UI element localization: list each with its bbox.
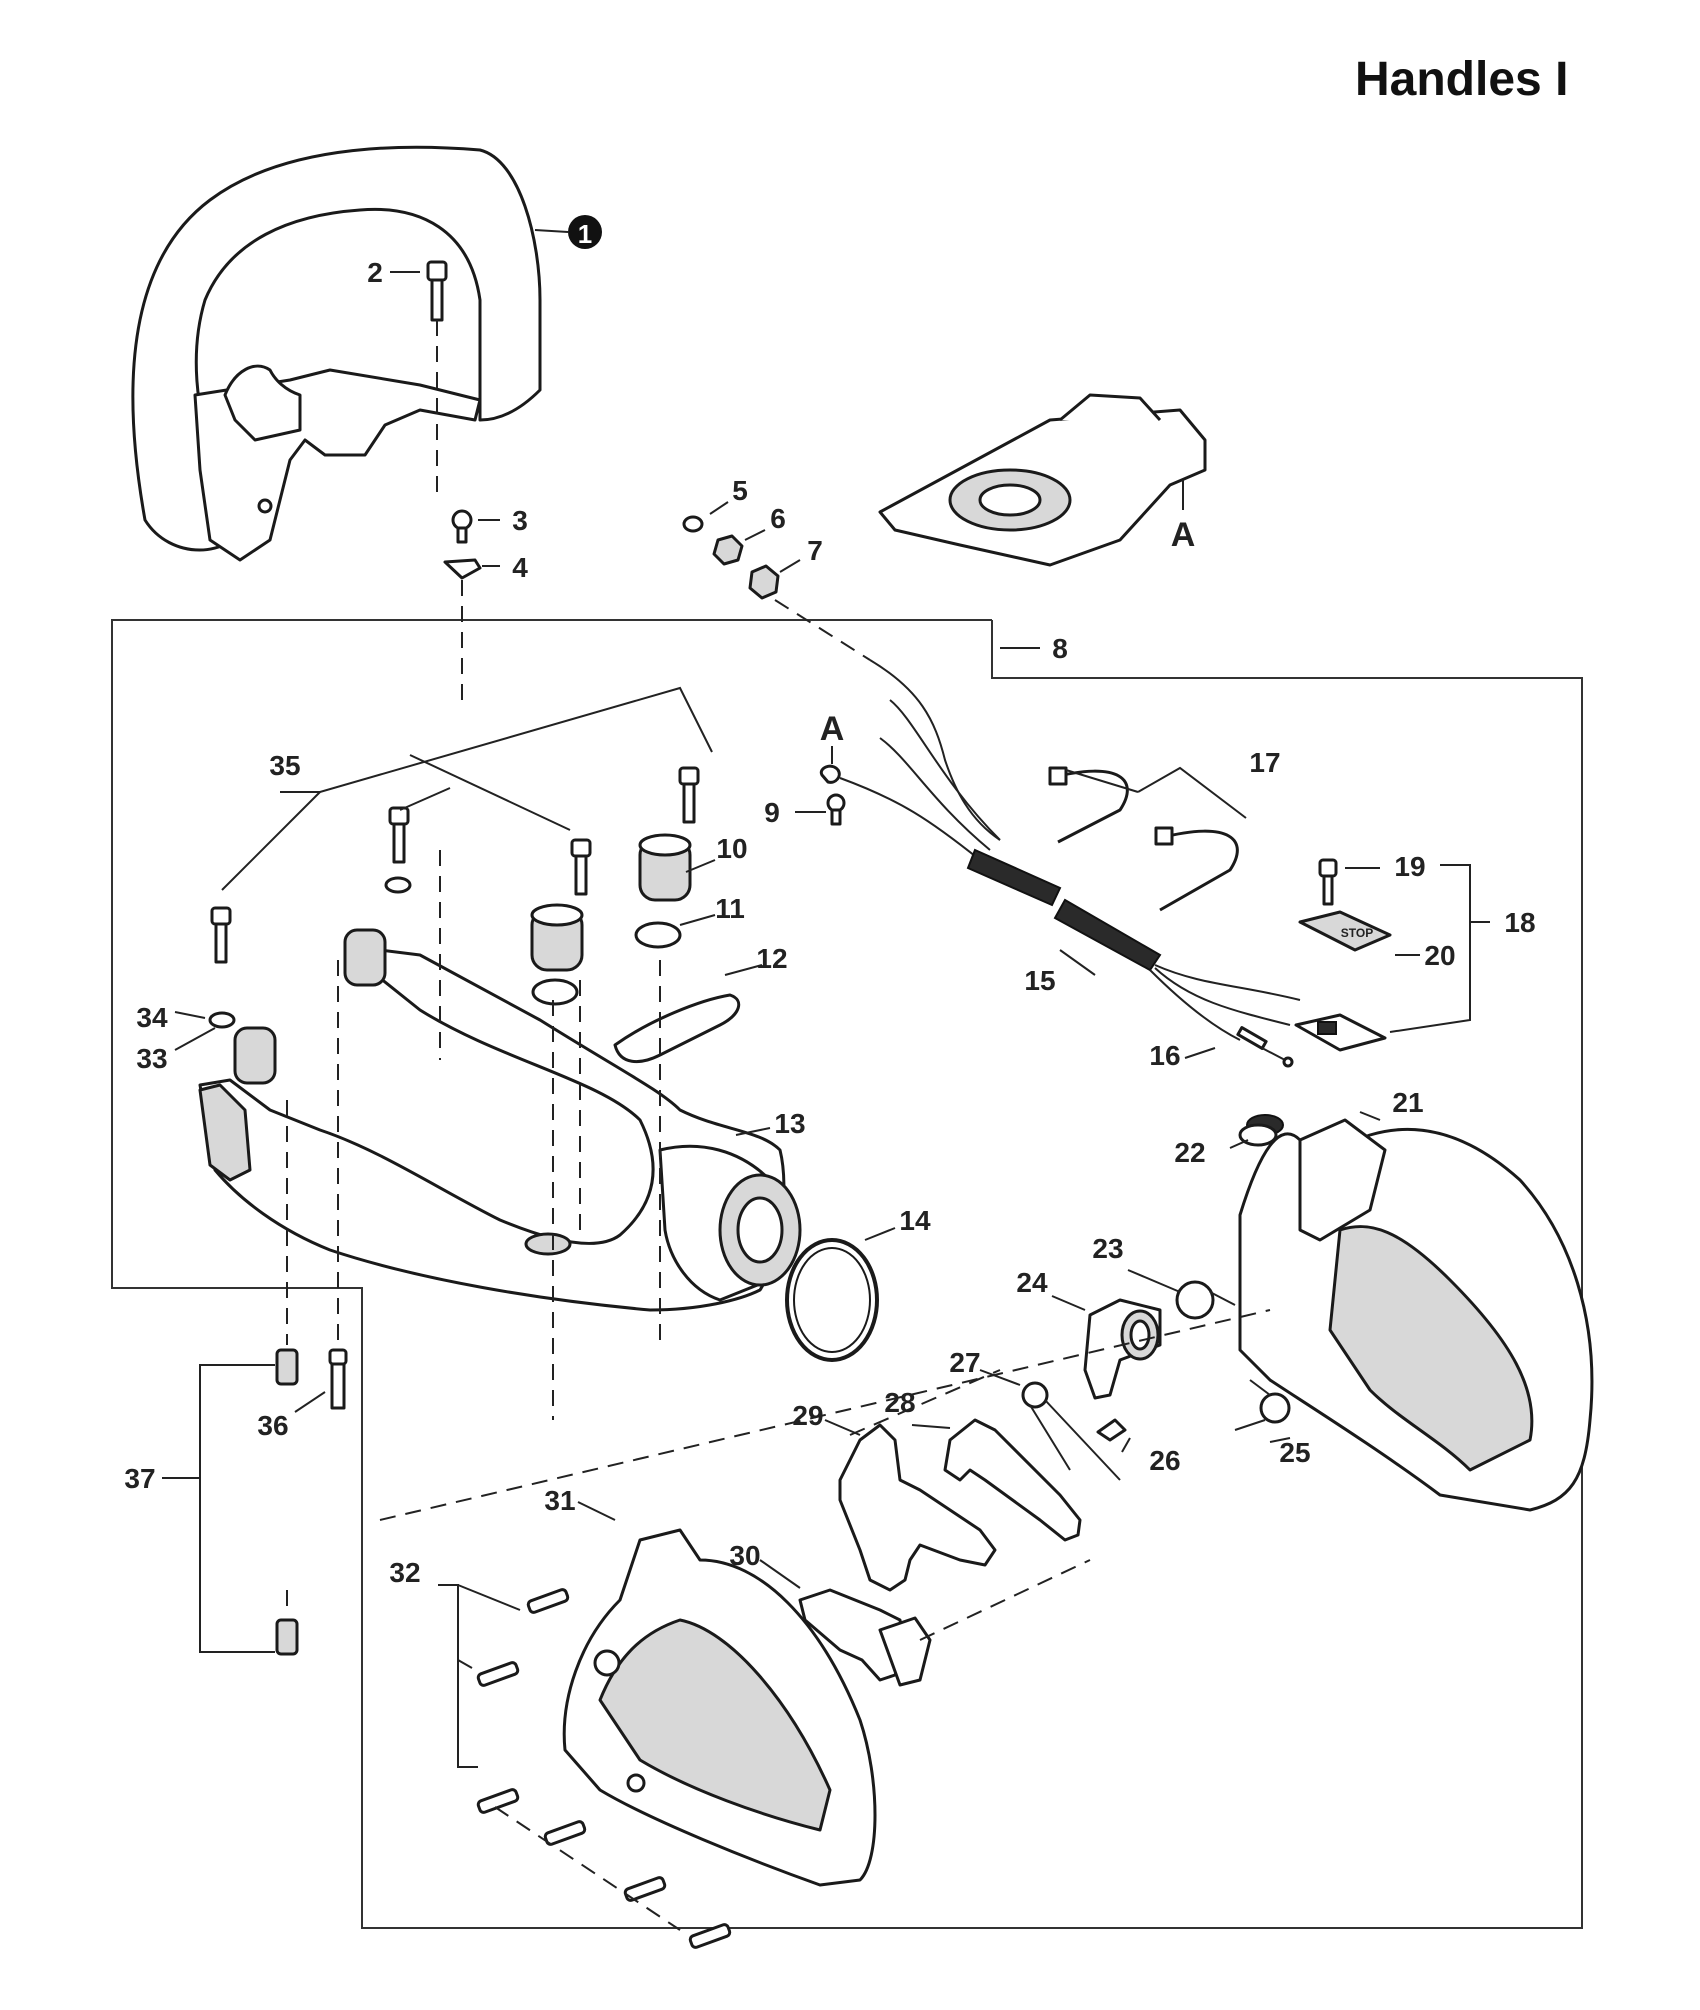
washer-part-34	[208, 876, 412, 1029]
rear-handle-half-part-21	[1238, 1118, 1594, 1512]
front-handle-base-part-13	[198, 948, 802, 1312]
label-part-24: 24	[1016, 1267, 1048, 1298]
label-part-17: 17	[1249, 747, 1280, 778]
label-part-13: 13	[774, 1108, 805, 1139]
leader-32	[438, 1584, 478, 1768]
plate-part-4	[443, 558, 482, 580]
part-1-callout-marker	[568, 215, 602, 249]
rear-handle-half-part-31	[562, 1528, 877, 1887]
reference-label-a-top: A	[1171, 516, 1196, 554]
label-part-2: 2	[367, 257, 383, 288]
label-part-4: 4	[512, 552, 528, 583]
label-part-11: 11	[715, 893, 745, 924]
part-1-callout-number: 1	[578, 219, 592, 249]
spring-assembly-part-10	[530, 833, 692, 972]
label-part-9: 9	[764, 797, 780, 828]
label-part-27: 27	[949, 1347, 980, 1378]
label-part-34: 34	[136, 1002, 168, 1033]
leader-37	[199, 1364, 275, 1653]
screw-part-36	[328, 1348, 348, 1410]
front-handle-part	[131, 145, 542, 562]
bushing-part-11	[531, 921, 682, 1006]
wiring-harness-part-15	[839, 659, 1301, 1068]
cable-tie-part-17	[1048, 766, 1239, 912]
stop-decal-text: STOP	[1341, 926, 1373, 940]
label-part-29: 29	[792, 1400, 823, 1431]
label-part-20: 20	[1424, 940, 1455, 971]
page-title: Handles I	[1355, 53, 1569, 106]
label-part-14: 14	[899, 1205, 931, 1236]
label-part-31: 31	[544, 1485, 575, 1516]
throttle-lockout-part-28	[943, 1418, 1082, 1542]
label-part-3: 3	[512, 505, 528, 536]
reference-label-a-wiring: A	[820, 710, 845, 748]
spring-part-27	[1021, 1381, 1121, 1481]
screw-part-9	[826, 793, 846, 826]
ring-terminal	[819, 764, 841, 784]
spring-part-22	[1238, 1114, 1284, 1147]
screw-part-2	[426, 260, 448, 322]
label-part-30: 30	[729, 1540, 760, 1571]
label-part-16: 16	[1149, 1040, 1180, 1071]
spring-part-25	[1234, 1379, 1291, 1431]
label-part-35: 35	[269, 750, 300, 781]
label-part-23: 23	[1092, 1233, 1123, 1264]
stop-switch-part-18: STOP	[1294, 858, 1392, 1052]
spring-part-23	[1175, 1280, 1236, 1320]
clip-part-26	[1096, 1418, 1127, 1442]
lever-part-24	[1083, 1298, 1162, 1400]
label-part-19: 19	[1394, 851, 1425, 882]
label-part-7: 7	[807, 535, 823, 566]
assembly-frame	[111, 619, 1583, 1929]
button-part-30b	[878, 1616, 932, 1687]
label-part-33: 33	[136, 1043, 167, 1074]
label-part-12: 12	[756, 943, 787, 974]
switch-plate-part-20	[1298, 910, 1392, 952]
label-part-28: 28	[884, 1387, 915, 1418]
label-part-32: 32	[389, 1557, 420, 1588]
label-part-15: 15	[1024, 965, 1055, 996]
label-part-5: 5	[732, 475, 748, 506]
bolts-part-37	[275, 1348, 299, 1656]
label-part-21: 21	[1392, 1087, 1423, 1118]
clip-part-5	[682, 515, 704, 533]
nut-part-6	[712, 534, 744, 566]
label-part-8: 8	[1052, 633, 1068, 664]
nut-part-7	[748, 564, 780, 600]
label-part-25: 25	[1279, 1437, 1310, 1468]
label-part-10: 10	[716, 833, 747, 864]
cover-part-12	[613, 993, 741, 1064]
crankcase-reference-part	[878, 393, 1207, 567]
spring-part-33	[233, 928, 387, 1085]
label-part-36: 36	[257, 1410, 288, 1441]
label-part-26: 26	[1149, 1445, 1180, 1476]
label-part-37: 37	[124, 1463, 155, 1494]
screws-part-32	[476, 1588, 732, 1949]
label-part-6: 6	[770, 503, 786, 534]
o-ring-part-14	[785, 1238, 879, 1362]
screws-part-35	[210, 766, 700, 964]
screw-part-3	[451, 509, 473, 544]
label-part-18: 18	[1504, 907, 1535, 938]
label-part-22: 22	[1174, 1137, 1205, 1168]
trigger-part-29	[838, 1423, 997, 1592]
